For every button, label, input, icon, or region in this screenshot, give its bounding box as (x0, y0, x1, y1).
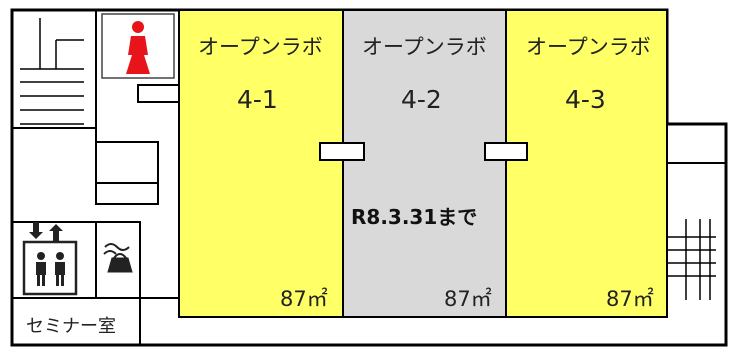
lab-4-3-text: オープンラボ 4-3 87㎡ (526, 35, 654, 311)
door-4-3 (484, 142, 528, 161)
lab-4-2-text: オープンラボ 4-2 R8.3.31まで 87㎡ (351, 35, 492, 311)
restroom-ledge (137, 84, 180, 103)
lab-area: 87㎡ (444, 287, 492, 311)
lab-status: R8.3.31まで (351, 205, 477, 229)
seminar-room-label: セミナー室 (26, 316, 116, 337)
elevator-icon[interactable] (22, 222, 78, 296)
lab-4-1-text: オープンラボ 4-1 87㎡ (198, 35, 328, 311)
female-restroom-icon (126, 21, 150, 74)
lab-area: 87㎡ (606, 287, 654, 311)
lab-area: 87㎡ (280, 287, 328, 311)
restroom[interactable] (101, 13, 175, 79)
stairs-right (667, 219, 716, 300)
lab-room-4-1[interactable] (178, 9, 344, 318)
stairs-left (20, 18, 84, 125)
lab-number: 4-3 (565, 85, 606, 114)
lab-room-4-3[interactable] (505, 9, 668, 318)
lab-number: 4-2 (401, 85, 442, 114)
lab-label: オープンラボ (198, 35, 323, 59)
lab-number: 4-1 (237, 85, 278, 114)
kettle-icon[interactable] (103, 243, 133, 273)
lab-label: オープンラボ (362, 35, 487, 59)
right-wing (666, 124, 726, 317)
lab-label: オープンラボ (526, 35, 651, 59)
door-4-1 (319, 142, 365, 161)
lab-room-4-2[interactable] (342, 9, 507, 318)
left-wing (12, 10, 179, 345)
